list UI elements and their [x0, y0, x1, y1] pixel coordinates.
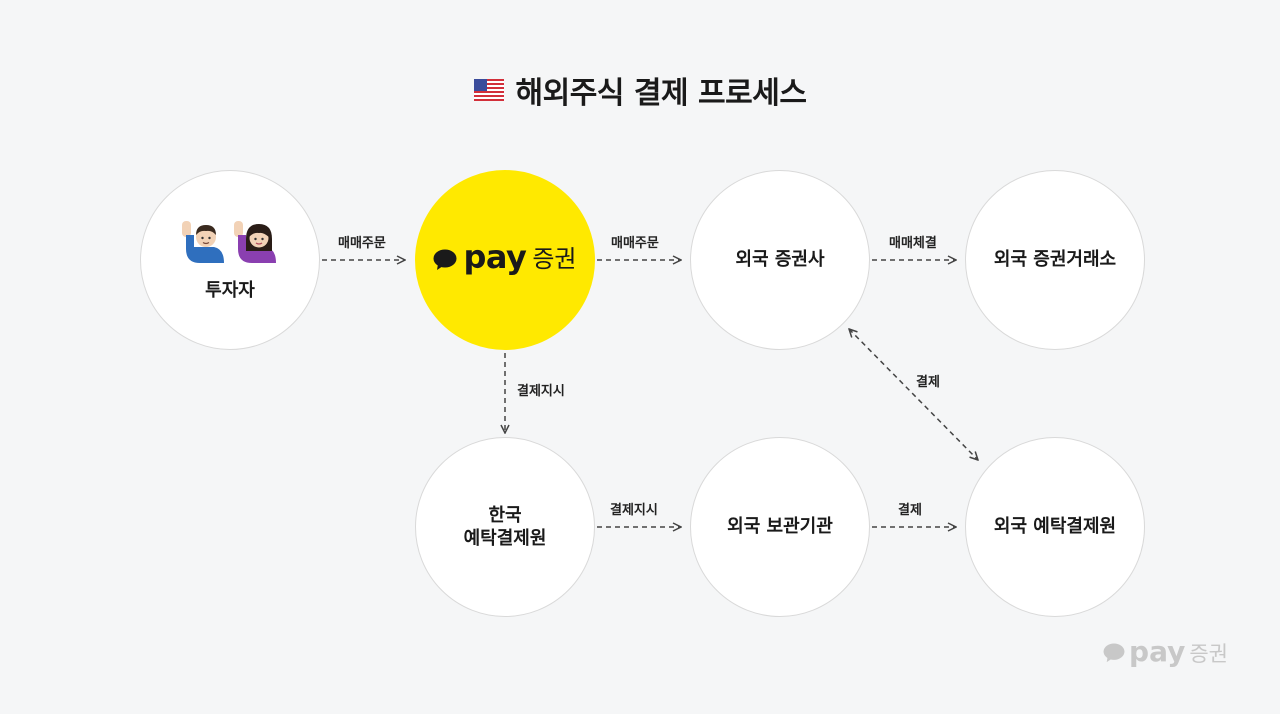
watermark-sec-text: 증권: [1189, 642, 1228, 666]
edge-label-investor-to-kakaopay: 매매주문: [338, 236, 386, 251]
investor-label: 투자자: [205, 280, 255, 302]
kakaopay-securities-logo: pay 증권: [433, 238, 577, 279]
edge-label-custodian-to-foreign-depository: 결제: [898, 503, 922, 518]
korea-depository-label-line1: 한국: [488, 504, 522, 526]
us-flag-icon: [473, 79, 504, 101]
node-foreign-depository: 외국 예탁결제원: [965, 437, 1145, 617]
foreign-broker-label: 외국 증권사: [735, 249, 825, 271]
node-investor: 투자자: [140, 170, 320, 350]
speech-bubble-icon: [1103, 643, 1125, 663]
node-foreign-exchange: 외국 증권거래소: [965, 170, 1145, 350]
kakaopay-securities-watermark: pay 증권: [1103, 634, 1228, 668]
man-raising-hand-icon: [182, 221, 224, 264]
page-title: 해외주식 결제 프로세스: [515, 76, 807, 111]
kakaopay-sec-text: 증권: [532, 245, 577, 274]
node-kakaopay-securities: pay 증권: [415, 170, 595, 350]
woman-raising-hand-icon: [234, 221, 276, 264]
speech-bubble-icon: [433, 249, 457, 270]
kakaopay-pay-text: pay: [463, 238, 527, 277]
foreign-depository-label: 외국 예탁결제원: [993, 516, 1117, 538]
foreign-exchange-label: 외국 증권거래소: [993, 249, 1117, 271]
watermark-pay-text: pay: [1129, 634, 1186, 668]
arrow-broker-foreign-depository: [849, 329, 978, 460]
investor-icons: [180, 217, 280, 265]
node-korea-depository: 한국 예탁결제원: [415, 437, 595, 617]
foreign-custodian-label: 외국 보관기관: [727, 516, 833, 538]
korea-depository-label-line2: 예탁결제원: [463, 528, 547, 549]
edge-label-broker-foreign-depository: 결제: [916, 375, 940, 390]
edge-label-broker-to-exchange: 매매체결: [889, 236, 937, 251]
edge-label-kakaopay-to-broker: 매매주문: [611, 236, 659, 251]
edge-label-kakaopay-to-korea-depository: 결제지시: [517, 384, 565, 399]
page-title-row: 해외주식 결제 프로세스: [0, 68, 1280, 112]
edge-label-korea-depository-to-custodian: 결제지시: [610, 503, 658, 518]
node-foreign-broker: 외국 증권사: [690, 170, 870, 350]
node-foreign-custodian: 외국 보관기관: [690, 437, 870, 617]
